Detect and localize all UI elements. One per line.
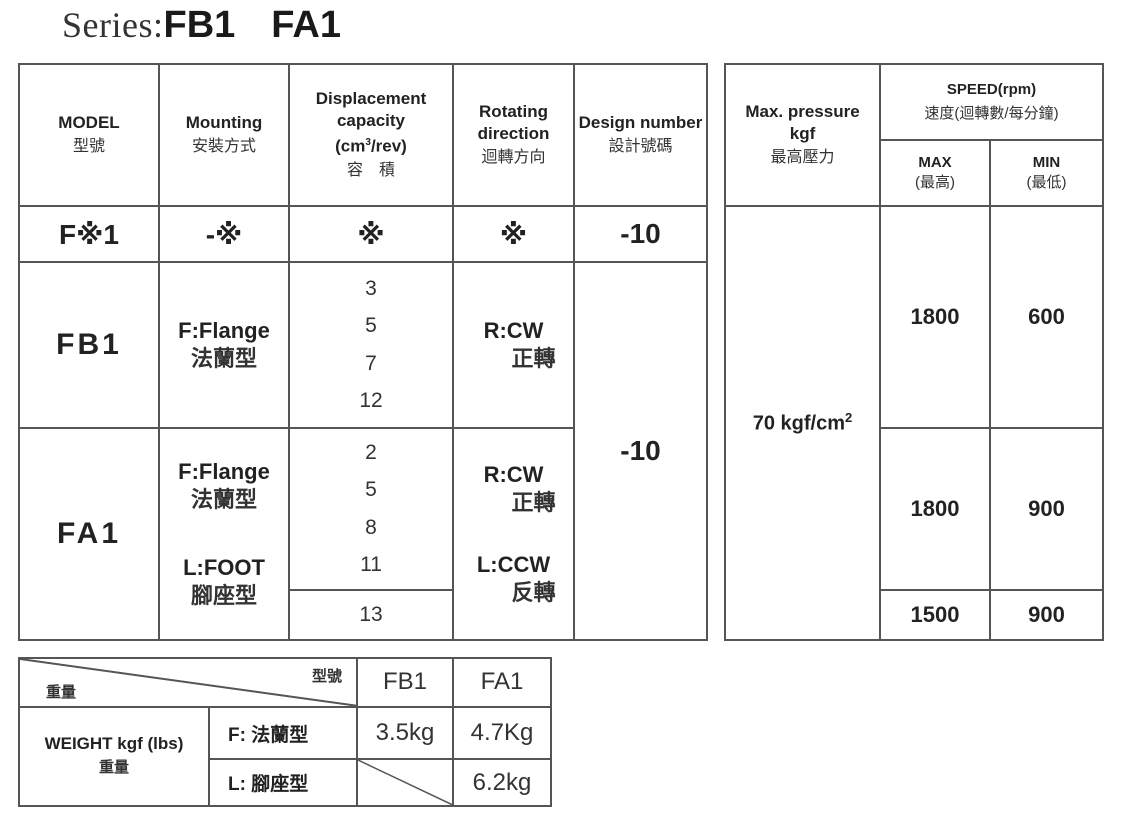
header-speed-max: MAX (最高) — [879, 139, 991, 207]
header-mounting: Mounting 安裝方式 — [158, 63, 290, 207]
code-mounting: -※ — [158, 205, 290, 263]
fa1-rotating: R:CW 正轉 L:CCW 反轉 — [452, 427, 575, 641]
fb1-rotating: R:CW 正轉 — [452, 261, 575, 429]
header-model: MODEL 型號 — [18, 63, 160, 207]
weight-table: 型號 重量 FB1 FA1 WEIGHT kgf (lbs) 重量 F: 法蘭型… — [18, 657, 552, 808]
fa1-row: FA1 F:Flange 法蘭型 L:FOOT 腳座型 2 5 8 11 R:C… — [18, 427, 707, 641]
spec-header-row: MODEL 型號 Mounting 安裝方式 Displacement capa… — [18, 63, 708, 207]
weight-row-label-l: L: 腳座型 — [208, 758, 358, 807]
code-design: -10 — [573, 205, 708, 263]
weight-row-label-f: F: 法蘭型 — [208, 705, 358, 761]
corner-weight-label: 重量 — [46, 683, 77, 701]
code-row: F※1 -※ ※ ※ -10 — [18, 205, 708, 263]
speed-row-fb1: 70 kgf/cm2 1800 600 — [724, 205, 1105, 641]
speed-min: 600 — [988, 205, 1105, 429]
displacement-value: 5 — [365, 478, 377, 502]
diagonal-line — [20, 659, 356, 706]
fa1-displacement-list: 2 5 8 11 — [288, 427, 454, 591]
speed-subheader-row: MAX (最高) MIN (最低) — [725, 139, 1105, 207]
code-displacement: ※ — [288, 205, 454, 263]
weight-fb1-foot-na — [356, 758, 454, 807]
fb1-displacement-list: 3 5 7 12 — [288, 261, 454, 429]
weight-row-flange: WEIGHT kgf (lbs) 重量 F: 法蘭型 3.5kg 4.7Kg — [18, 705, 552, 808]
fb1-model: FB1 — [18, 261, 160, 429]
speed-header-row: Max. pressure kgf 最高壓力 SPEED(rpm) 速度(迴轉數… — [724, 63, 1105, 207]
displacement-value: 12 — [359, 389, 383, 413]
page-title: Series:FB1 FA1 — [62, 4, 341, 50]
code-rotating: ※ — [452, 205, 575, 263]
displacement-value: 3 — [365, 276, 377, 300]
weight-fa1-foot: 6.2kg — [452, 758, 552, 807]
weight-corner-cell: 型號 重量 — [18, 657, 358, 708]
corner-model-label: 型號 — [311, 668, 342, 685]
header-displacement: Displacement capacity (cm3/rev) 容 積 — [288, 63, 454, 207]
design-number-value: -10 — [573, 261, 708, 641]
pressure-speed-table: Max. pressure kgf 最高壓力 SPEED(rpm) 速度(迴轉數… — [724, 63, 1105, 641]
fa1-row-last: 13 — [19, 589, 707, 641]
displacement-value: 7 — [365, 351, 377, 375]
diagonal-line — [358, 760, 452, 805]
weight-row-foot: L: 腳座型 6.2kg — [19, 758, 552, 807]
header-speed: SPEED(rpm) 速度(迴轉數/每分鐘) — [878, 63, 1105, 141]
fa1-mounting: F:Flange 法蘭型 L:FOOT 腳座型 — [158, 427, 290, 641]
fa1-model: FA1 — [18, 427, 160, 641]
weight-label: WEIGHT kgf (lbs) 重量 — [18, 705, 210, 808]
speed-row-fa1: 1800 900 — [725, 427, 1105, 591]
weight-col-fa1: FA1 — [452, 657, 552, 708]
speed-max: 1800 — [879, 427, 991, 591]
max-pressure-value: 70 kgf/cm2 — [724, 205, 881, 641]
weight-header-row: 型號 重量 FB1 FA1 — [18, 657, 552, 708]
displacement-value: 2 — [365, 440, 377, 464]
fa1-displacement-13: 13 — [288, 589, 454, 641]
series-model-fb1: FB1 — [163, 4, 236, 46]
weight-col-fb1: FB1 — [356, 657, 454, 708]
header-design: Design number 設計號碼 — [573, 63, 708, 207]
speed-max: 1500 — [879, 589, 991, 641]
speed-row-fa1-13: 1500 900 — [725, 589, 1105, 641]
displacement-value: 8 — [365, 515, 377, 539]
speed-min: 900 — [988, 589, 1105, 641]
header-max-pressure: Max. pressure kgf 最高壓力 — [724, 63, 881, 207]
weight-fb1-flange: 3.5kg — [356, 705, 454, 761]
series-prefix: Series: — [62, 5, 164, 45]
code-model: F※1 — [18, 205, 160, 263]
speed-min: 900 — [988, 427, 1105, 591]
fb1-mounting: F:Flange 法蘭型 — [158, 261, 290, 429]
speed-max: 1800 — [879, 205, 991, 429]
displacement-value: 5 — [365, 314, 377, 338]
header-speed-min: MIN (最低) — [988, 139, 1105, 207]
weight-fa1-flange: 4.7Kg — [452, 705, 552, 761]
displacement-value: 11 — [360, 553, 382, 577]
header-rotating: Rotating direction 迴轉方向 — [452, 63, 575, 207]
fb1-row: FB1 F:Flange 法蘭型 3 5 7 12 R:CW 正轉 -10 — [18, 261, 708, 641]
spec-table: MODEL 型號 Mounting 安裝方式 Displacement capa… — [18, 63, 708, 641]
series-model-fa1: FA1 — [271, 4, 341, 46]
